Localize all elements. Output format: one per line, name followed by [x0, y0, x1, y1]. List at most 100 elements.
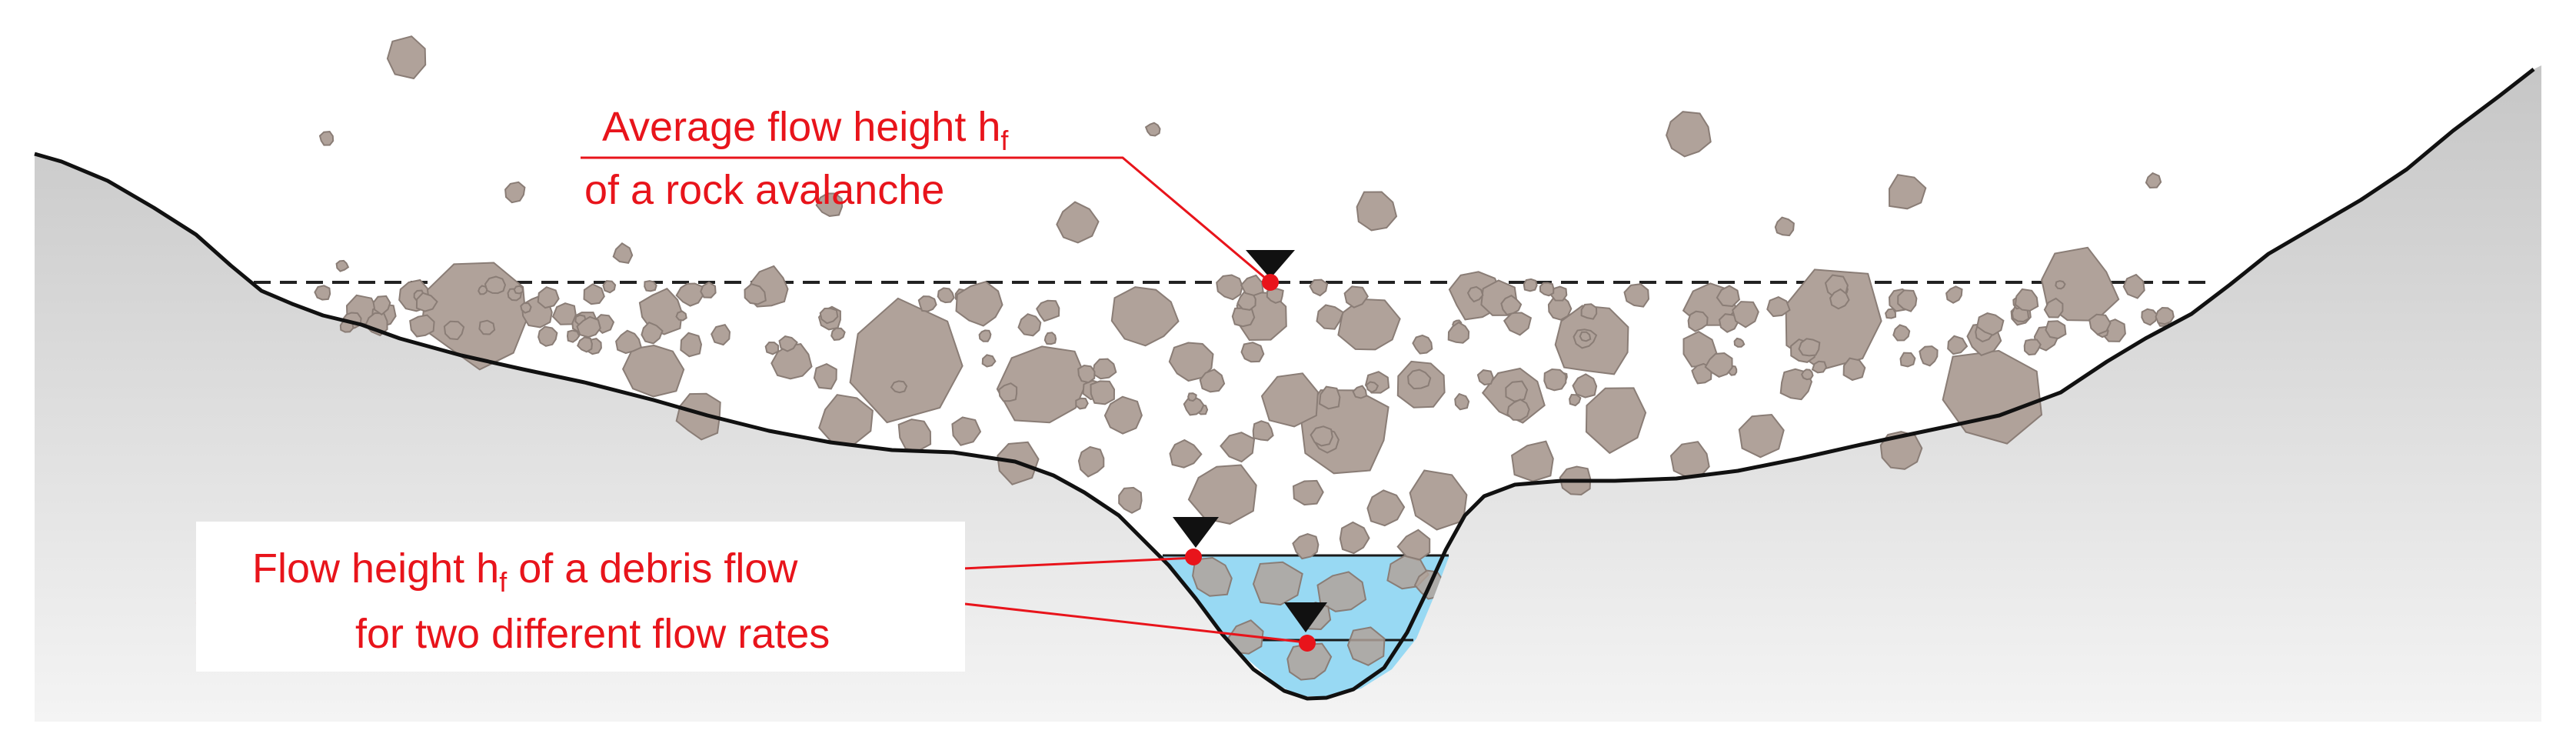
rock: [1110, 286, 1180, 347]
rock: [1505, 380, 1529, 402]
rock: [537, 286, 560, 309]
rock: [1412, 334, 1433, 355]
rock: [1187, 392, 1197, 402]
rock: [335, 259, 350, 272]
rock: [1260, 372, 1319, 428]
rock: [951, 416, 982, 446]
rock: [1733, 337, 1746, 348]
rock: [1092, 358, 1117, 380]
debris-label-box: [196, 522, 965, 672]
rock: [318, 131, 334, 146]
rock: [2141, 308, 2158, 326]
rock: [937, 287, 955, 304]
rock: [1337, 298, 1401, 351]
rock: [849, 297, 964, 424]
rock: [981, 354, 997, 368]
rock: [830, 327, 846, 341]
rock: [602, 280, 617, 294]
rock: [1346, 626, 1386, 666]
rock: [744, 283, 767, 305]
rock: [1252, 561, 1303, 606]
rock: [1580, 303, 1598, 320]
rock: [1543, 368, 1567, 392]
rock: [680, 332, 703, 358]
rock: [1310, 425, 1333, 447]
rock: [1829, 288, 1850, 310]
rock: [1075, 397, 1089, 410]
rock: [1585, 387, 1647, 455]
rock: [1885, 308, 1897, 319]
rock: [819, 307, 839, 325]
rock: [1579, 331, 1592, 342]
rock: [1447, 321, 1470, 344]
rock: [409, 314, 435, 338]
rock: [443, 320, 465, 341]
rock: [1572, 373, 1598, 399]
rock: [1811, 360, 1828, 374]
rock: [478, 319, 496, 335]
rock: [504, 181, 526, 204]
rock: [1252, 420, 1274, 442]
rock: [1017, 313, 1042, 337]
rock: [1216, 274, 1243, 301]
rock: [675, 310, 687, 322]
marker-dot: [1299, 635, 1316, 652]
rock: [2088, 313, 2112, 335]
leader-line-rock-avalanche: [581, 156, 1271, 284]
rock: [583, 283, 605, 305]
rock: [1704, 352, 1733, 379]
rock: [1144, 122, 1161, 137]
rock: [1366, 489, 1406, 527]
rock: [1056, 201, 1100, 244]
rock: [1316, 304, 1344, 330]
rock: [2055, 280, 2066, 290]
rock: [537, 325, 558, 347]
rock: [484, 275, 507, 295]
rock: [1687, 310, 1709, 332]
rock: [1669, 441, 1710, 479]
rock-avalanche-label-line1: Average flow height hf: [602, 104, 1009, 156]
rock: [520, 302, 532, 314]
rock: [1897, 289, 1918, 312]
rock: [1842, 357, 1866, 382]
rock: [1352, 385, 1368, 399]
rock: [1187, 464, 1257, 525]
rock: [551, 302, 577, 325]
rock: [1090, 380, 1116, 405]
inverted-triangle-icon: [1173, 517, 1219, 548]
rock: [996, 345, 1088, 424]
rock: [1118, 486, 1143, 514]
rock: [1183, 396, 1205, 416]
rock: [577, 336, 593, 353]
rock: [2145, 172, 2162, 189]
rock: [513, 285, 524, 295]
rock: [2014, 288, 2039, 312]
rock: [675, 392, 721, 441]
rock: [1947, 335, 1969, 355]
rock: [1316, 571, 1367, 612]
rock: [917, 295, 937, 312]
rock: [978, 329, 992, 342]
rock: [1506, 399, 1530, 421]
rock: [372, 295, 391, 316]
rock: [897, 419, 932, 452]
rock: [700, 281, 717, 298]
rock: [1077, 364, 1096, 384]
rock: [1888, 174, 1927, 210]
rock: [1220, 432, 1256, 463]
rock: [998, 382, 1018, 402]
rock: [1716, 285, 1740, 308]
rock: [1365, 381, 1380, 394]
rock: [1666, 111, 1712, 158]
rock: [1976, 312, 2005, 336]
rock: [641, 322, 664, 345]
rock: [612, 242, 634, 265]
rock: [576, 315, 601, 338]
rock: [815, 192, 844, 218]
rock: [1077, 445, 1105, 478]
rock: [478, 285, 488, 295]
rock: [764, 341, 780, 355]
rock: [1511, 440, 1554, 482]
rock: [955, 281, 1003, 327]
rock: [386, 35, 427, 80]
